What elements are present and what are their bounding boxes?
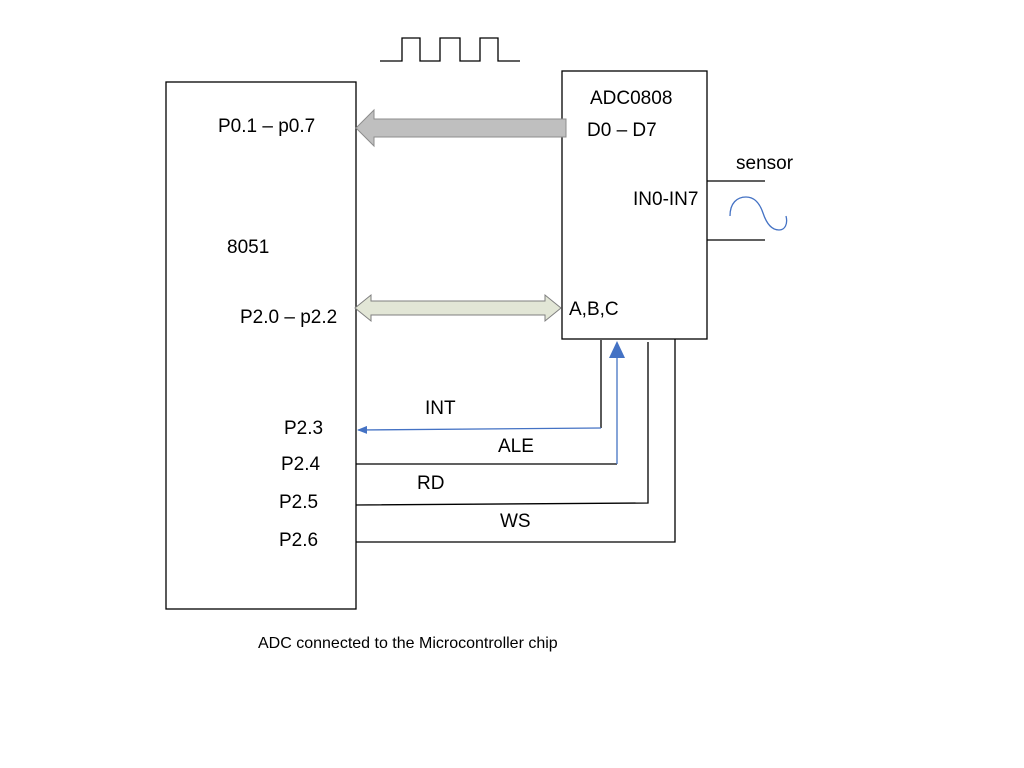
adc-input-label: IN0-IN7 xyxy=(633,189,698,210)
port2-select-label: P2.0 – p2.2 xyxy=(240,307,337,328)
pin-p2-5-label: P2.5 xyxy=(279,492,318,513)
data-bus-arrow xyxy=(355,108,567,148)
int-wire xyxy=(357,425,602,434)
diagram-caption: ADC connected to the Microcontroller chi… xyxy=(258,635,558,652)
adc-data-label: D0 – D7 xyxy=(587,120,657,141)
ws-signal-label: WS xyxy=(500,511,531,532)
int-signal-label: INT xyxy=(425,398,456,419)
select-bus-arrow xyxy=(354,293,562,323)
pin-p2-4-label: P2.4 xyxy=(281,454,321,475)
pin-p2-6-label: P2.6 xyxy=(279,530,318,551)
microcontroller-name: 8051 xyxy=(227,237,269,258)
port0-label: P0.1 – p0.7 xyxy=(218,116,315,137)
microcontroller-8051-block xyxy=(165,81,357,610)
sine-wave-icon xyxy=(729,196,788,231)
adc-select-label: A,B,C xyxy=(569,299,619,320)
clock-signal-icon xyxy=(380,37,520,62)
ale-arrowhead xyxy=(609,341,625,358)
rd-wire xyxy=(355,342,649,506)
adc-name: ADC0808 xyxy=(590,88,672,109)
rd-signal-label: RD xyxy=(417,473,444,494)
sensor-label: sensor xyxy=(736,153,794,174)
pin-p2-3-label: P2.3 xyxy=(284,418,323,439)
ale-signal-label: ALE xyxy=(498,436,534,457)
ws-wire xyxy=(356,339,676,543)
adc0808-block xyxy=(561,70,708,340)
